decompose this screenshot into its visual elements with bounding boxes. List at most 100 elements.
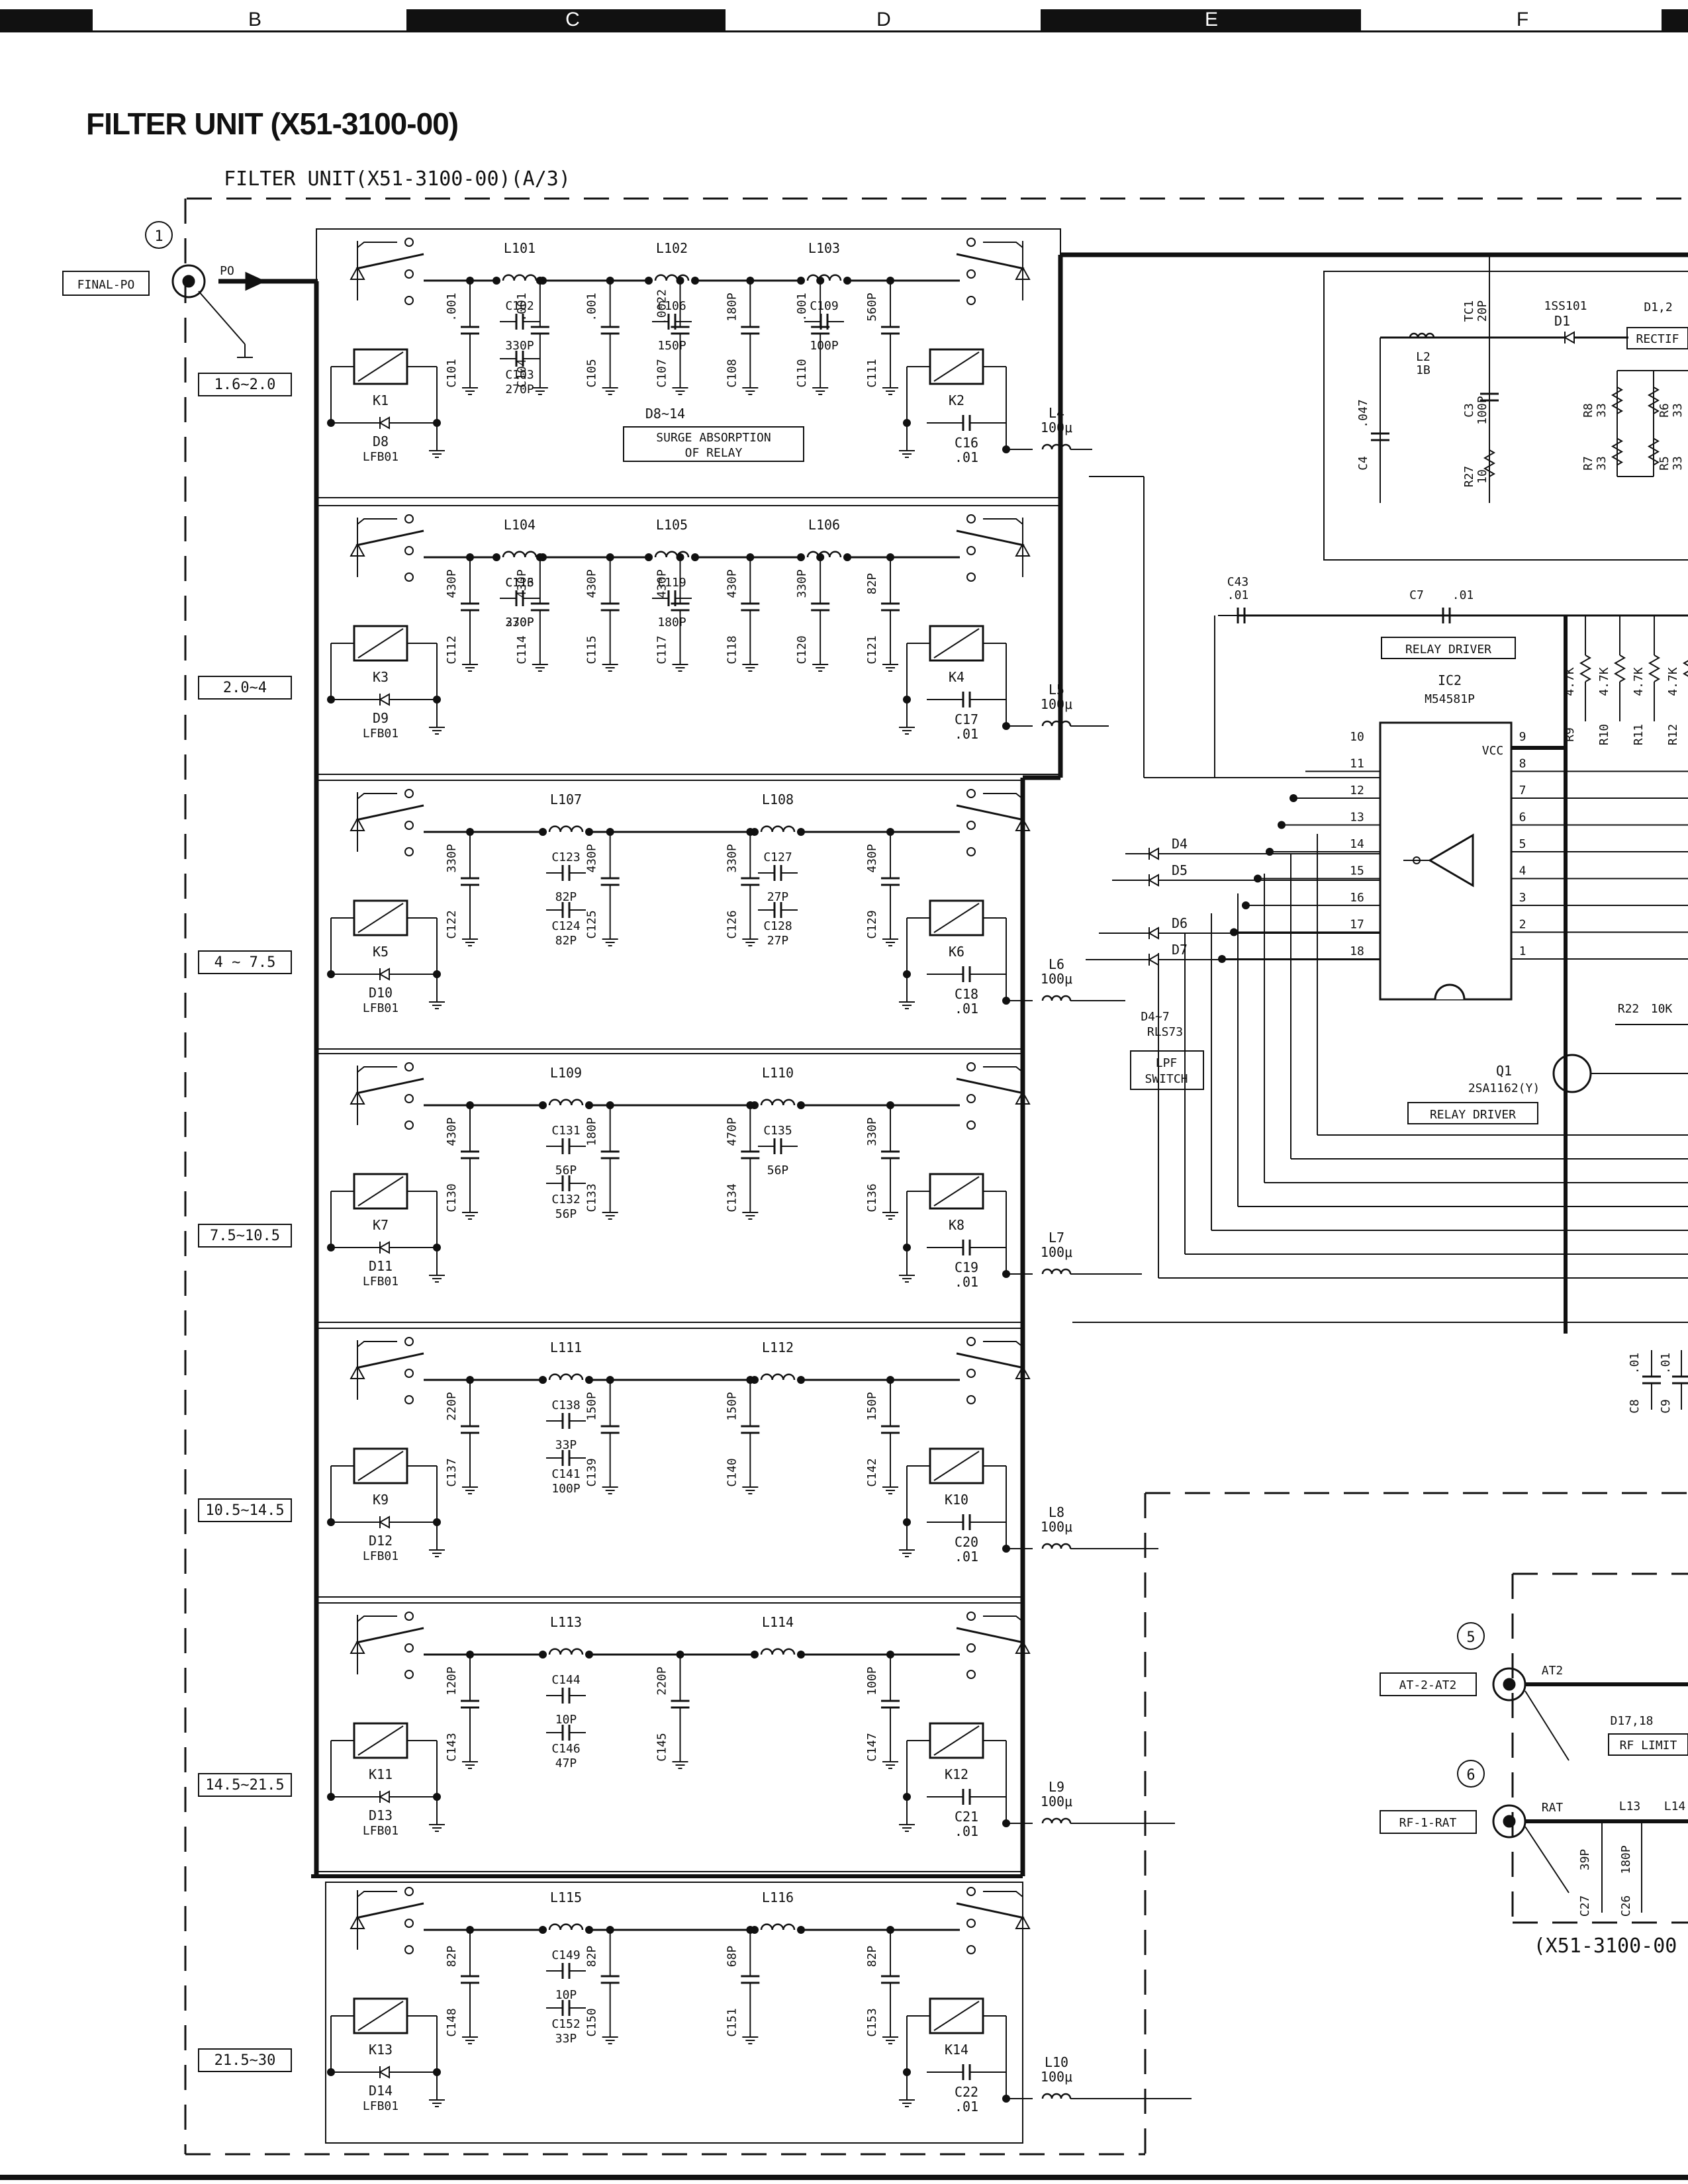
shunt-cap-val: 180P <box>725 293 739 322</box>
shunt-cap-ref: C147 <box>865 1733 879 1761</box>
relay-contact <box>956 1612 1031 1679</box>
series-cap-ref: C132 <box>551 1193 580 1206</box>
capacitor-symbol <box>546 1175 586 1191</box>
contact-arm <box>956 253 1025 270</box>
inductor-ref: L111 <box>550 1340 582 1355</box>
inductor-symbol <box>1041 2093 1072 2099</box>
capacitor-symbol <box>600 1930 620 2029</box>
junction <box>433 1518 441 1526</box>
diode-symbol <box>1147 953 1159 966</box>
d1-type: 1SS101 <box>1544 299 1587 313</box>
contact-node <box>966 1369 976 1378</box>
ground-symbol <box>882 657 898 672</box>
inductor-coil <box>760 1648 796 1655</box>
ic-right-pin: 2 <box>1519 918 1526 932</box>
relay-driver-box-2 <box>1407 1102 1538 1124</box>
capacitor-symbol <box>758 1138 798 1154</box>
p6-number-circle <box>1457 1760 1485 1788</box>
switch-diode-ref: D4 <box>1172 836 1188 852</box>
series-cap-val: 27P <box>767 890 789 904</box>
contact-top <box>357 1615 397 1622</box>
l14-ref: L14 <box>1664 1799 1686 1813</box>
p6-pin: RAT <box>1542 1801 1564 1815</box>
shunt-cap-ref: C130 <box>445 1183 459 1212</box>
diode-symbol <box>1147 874 1159 887</box>
contact-arm <box>355 1902 424 1919</box>
driver-res-ref: R11 <box>1632 724 1646 746</box>
contact-node <box>404 1395 414 1404</box>
diode-symbol <box>378 1241 390 1254</box>
inductor-coil <box>1041 1817 1072 1824</box>
junction <box>585 1926 593 1934</box>
junction <box>903 2068 911 2076</box>
inductor-coil <box>760 1373 796 1381</box>
coil-diagonal <box>933 1725 980 1756</box>
inductor-coil <box>502 274 538 281</box>
ground-symbol <box>672 380 688 395</box>
shunt-cap-val: 220P <box>445 1392 459 1421</box>
junction <box>327 1793 335 1801</box>
ic-left-pin: 17 <box>1350 918 1364 932</box>
ground-symbol <box>812 657 829 672</box>
bypass-cap-ref: C21 <box>955 1809 978 1825</box>
series-cap-val: 56P <box>767 1163 789 1177</box>
capacitor-symbol <box>741 832 760 931</box>
ground-symbol <box>602 1479 618 1494</box>
contact-top <box>983 1066 1023 1073</box>
ic-left-pin: 18 <box>1350 944 1364 958</box>
shunt-cap-ref: C121 <box>865 635 879 664</box>
shunt-cap-ref: C107 <box>655 359 669 387</box>
driver-res-val: 4.7K <box>1597 667 1611 696</box>
capacitor-symbol <box>546 1725 586 1741</box>
surge-text-2: OF RELAY <box>685 446 743 460</box>
rf-limit-box <box>1608 1733 1688 1756</box>
contact-node <box>404 238 414 247</box>
relay-label-left: K3 <box>373 669 389 685</box>
shunt-cap-ref: C137 <box>445 1458 459 1486</box>
contact-node <box>966 1337 976 1346</box>
diode-symbol <box>378 1516 390 1529</box>
shunt-cap-ref: C115 <box>585 635 599 664</box>
junction <box>433 696 441 704</box>
inductor-ref: L113 <box>550 1614 582 1630</box>
grid-label-d: D <box>876 9 891 30</box>
capacitor-symbol <box>600 1105 620 1205</box>
contact-top <box>357 242 397 248</box>
inductor-symbol <box>806 551 842 558</box>
ic2-body <box>1379 721 1513 1001</box>
grid-band-dark <box>0 9 93 30</box>
c3-ref: C3 <box>1462 403 1476 418</box>
p5-pin: AT2 <box>1542 1664 1564 1678</box>
bypass-cap-val: .01 <box>955 1001 978 1017</box>
resistor-symbol <box>1648 615 1661 721</box>
contact-top <box>357 1341 397 1347</box>
capacitor-symbol <box>1642 1350 1661 1410</box>
input-arrow <box>245 271 266 291</box>
shunt-cap-val: 430P <box>585 844 599 873</box>
relay-contact <box>350 1062 424 1130</box>
choke-val: 100μ <box>1041 1794 1072 1809</box>
contact-node <box>966 1887 976 1896</box>
driver-res-val: 4.7K <box>1632 667 1646 696</box>
diode-symbol <box>1563 331 1575 344</box>
ground-symbol <box>899 2092 915 2107</box>
junction <box>903 1244 911 1251</box>
capacitor-symbol <box>881 557 900 657</box>
series-cap-ref: C109 <box>810 299 838 313</box>
contact-node <box>966 296 976 305</box>
input-ground-lead <box>198 291 246 345</box>
junction <box>691 277 699 285</box>
contact-top <box>983 1341 1023 1347</box>
r7-val: 33 <box>1595 456 1609 471</box>
ground-symbol <box>602 657 618 672</box>
contact-node <box>966 1120 976 1130</box>
